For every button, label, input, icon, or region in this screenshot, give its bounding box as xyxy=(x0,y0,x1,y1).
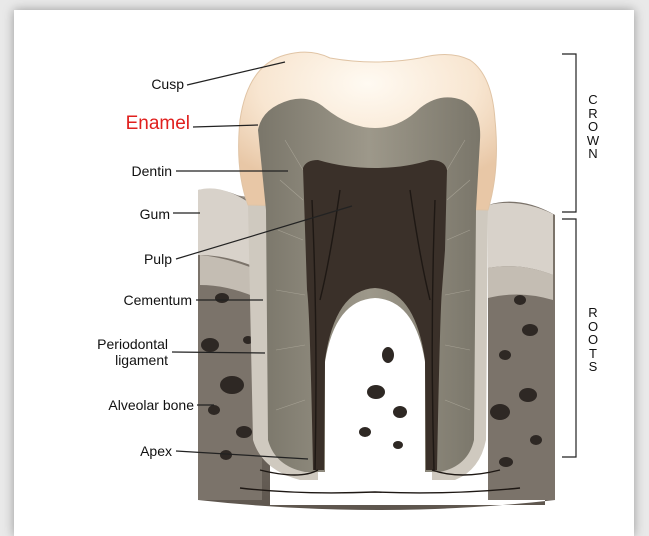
label-cementum: Cementum xyxy=(60,292,192,308)
label-periodontal-line2: ligament xyxy=(115,352,168,368)
label-periodontal-line1: Periodontal xyxy=(97,336,168,352)
label-gum: Gum xyxy=(110,206,170,222)
label-dentin: Dentin xyxy=(100,163,172,179)
label-cusp: Cusp xyxy=(120,76,184,92)
label-apex: Apex xyxy=(100,443,172,459)
region-brackets xyxy=(562,54,576,457)
region-label-crown: CROWN xyxy=(585,93,601,161)
label-periodontal-ligament: Periodontal ligament xyxy=(60,336,168,368)
region-label-roots: ROOTS xyxy=(585,306,601,374)
label-alveolar-bone: Alveolar bone xyxy=(30,397,194,413)
label-enamel: Enamel xyxy=(70,116,190,132)
label-pulp: Pulp xyxy=(110,251,172,267)
